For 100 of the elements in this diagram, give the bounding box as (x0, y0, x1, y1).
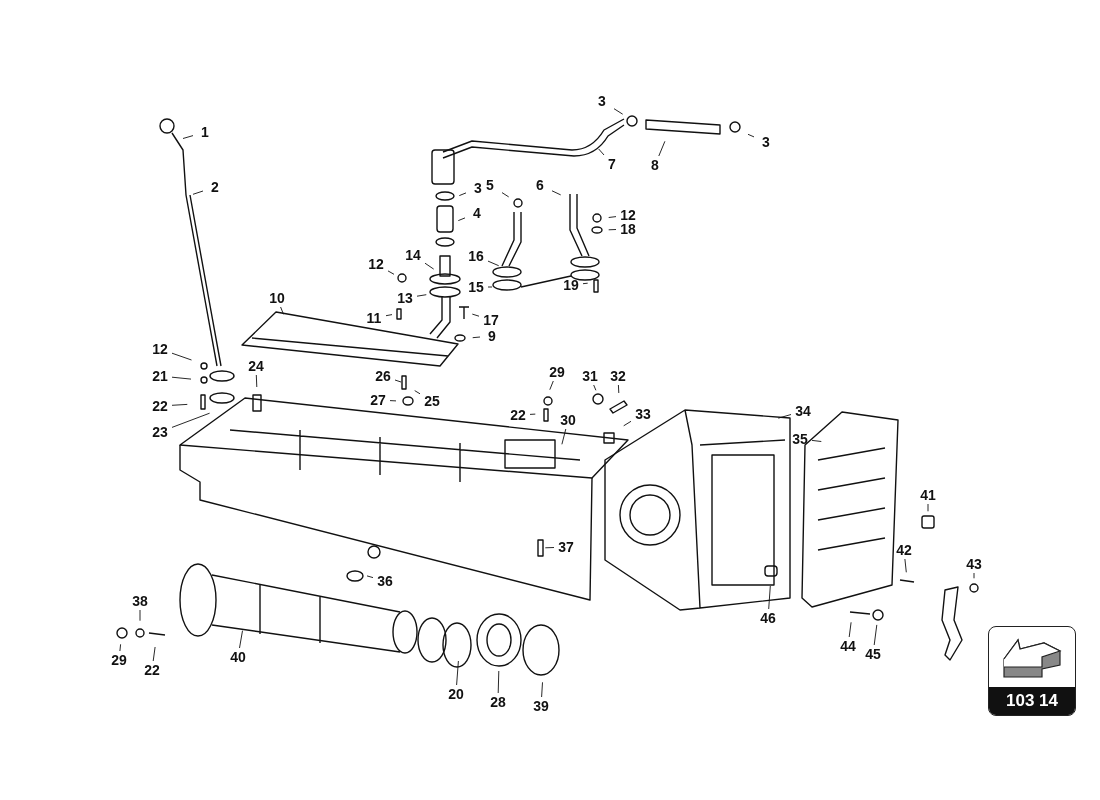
leader-line (389, 400, 397, 402)
callout-number: 21 (148, 367, 172, 385)
callout-number: 7 (600, 155, 624, 173)
leader-line (549, 380, 554, 391)
leader-line (529, 413, 536, 415)
leader-line (487, 286, 493, 288)
leader-line (658, 140, 666, 157)
leader-line (366, 575, 374, 579)
callout-number: 22 (148, 397, 172, 415)
page-reference-number: 103 14 (989, 687, 1075, 715)
callout-number: 15 (464, 278, 488, 296)
callout-number: 12 (148, 340, 172, 358)
leader-line (777, 414, 792, 419)
callout-number: 30 (556, 411, 580, 429)
leader-line (171, 352, 192, 361)
callout-number: 26 (371, 367, 395, 385)
leader-line (904, 558, 907, 573)
callout-number: 34 (791, 402, 815, 420)
callout-number: 16 (464, 247, 488, 265)
callout-number: 40 (226, 648, 250, 666)
callout-number: 29 (545, 363, 569, 381)
leader-line (119, 643, 122, 652)
leader-line (551, 190, 562, 196)
leader-line (598, 148, 605, 156)
leader-line (458, 192, 467, 197)
leader-line (593, 384, 597, 391)
callout-number: 13 (393, 289, 417, 307)
leader-line (394, 379, 402, 383)
leader-line (171, 376, 192, 380)
leader-line (456, 660, 459, 686)
callout-number: 33 (631, 405, 655, 423)
callout-number: 9 (480, 327, 504, 345)
leader-line (613, 108, 624, 115)
leader-line (171, 403, 188, 406)
leader-line (239, 630, 243, 649)
callout-number: 14 (401, 246, 425, 264)
callout-number: 27 (366, 391, 390, 409)
leader-line (139, 609, 141, 622)
callout-number: 46 (756, 609, 780, 627)
callout-number: 3 (590, 92, 614, 110)
callout-number: 43 (962, 555, 986, 573)
callout-number: 19 (559, 276, 583, 294)
leader-line (747, 133, 755, 138)
callout-number: 29 (107, 651, 131, 669)
callout-number: 12 (364, 255, 388, 273)
leader-line (182, 135, 194, 139)
leader-line (544, 547, 555, 549)
leader-line (471, 313, 480, 317)
callout-number: 1 (193, 123, 217, 141)
leader-line (623, 420, 632, 427)
callout-number: 36 (373, 572, 397, 590)
leader-line (617, 384, 620, 394)
leader-line (457, 217, 466, 222)
callout-number: 20 (444, 685, 468, 703)
callout-number: 24 (244, 357, 268, 375)
callout-number: 6 (528, 176, 552, 194)
leader-line (608, 216, 617, 218)
leader-line (416, 294, 427, 297)
callout-number: 8 (643, 156, 667, 174)
leader-line (414, 390, 421, 395)
leader-line (811, 439, 822, 442)
leader-line (608, 229, 617, 231)
callout-number: 17 (479, 311, 503, 329)
callout-number: 44 (836, 637, 860, 655)
leader-line (387, 270, 395, 275)
leader-line (501, 192, 510, 198)
leader-line (472, 336, 481, 339)
callout-number: 32 (606, 367, 630, 385)
leader-line (561, 428, 567, 445)
callout-number: 37 (554, 538, 578, 556)
leader-line (848, 621, 852, 638)
callout-number: 35 (788, 430, 812, 448)
leader-line (873, 624, 878, 646)
callout-number: 3 (754, 133, 778, 151)
callout-number: 31 (578, 367, 602, 385)
leader-line (424, 262, 435, 270)
callout-number: 22 (506, 406, 530, 424)
callout-number: 25 (420, 392, 444, 410)
callout-number: 10 (265, 289, 289, 307)
leader-line (152, 646, 156, 662)
leader-line (192, 190, 204, 195)
callout-number: 45 (861, 645, 885, 663)
leader-line (541, 681, 543, 698)
leader-line (171, 412, 211, 428)
leader-line (487, 260, 500, 267)
leader-line (385, 314, 393, 317)
callout-number: 28 (486, 693, 510, 711)
callout-number: 41 (916, 486, 940, 504)
leader-line (927, 503, 929, 512)
callout-number: 38 (128, 592, 152, 610)
callout-number: 22 (140, 661, 164, 679)
callout-number: 2 (203, 178, 227, 196)
leader-line (973, 572, 975, 579)
callout-number: 4 (465, 204, 489, 222)
callout-number: 42 (892, 541, 916, 559)
leader-line (280, 306, 284, 315)
callout-number: 39 (529, 697, 553, 715)
leader-line (255, 374, 258, 388)
leader-line (768, 585, 771, 610)
callout-number: 11 (362, 309, 386, 327)
